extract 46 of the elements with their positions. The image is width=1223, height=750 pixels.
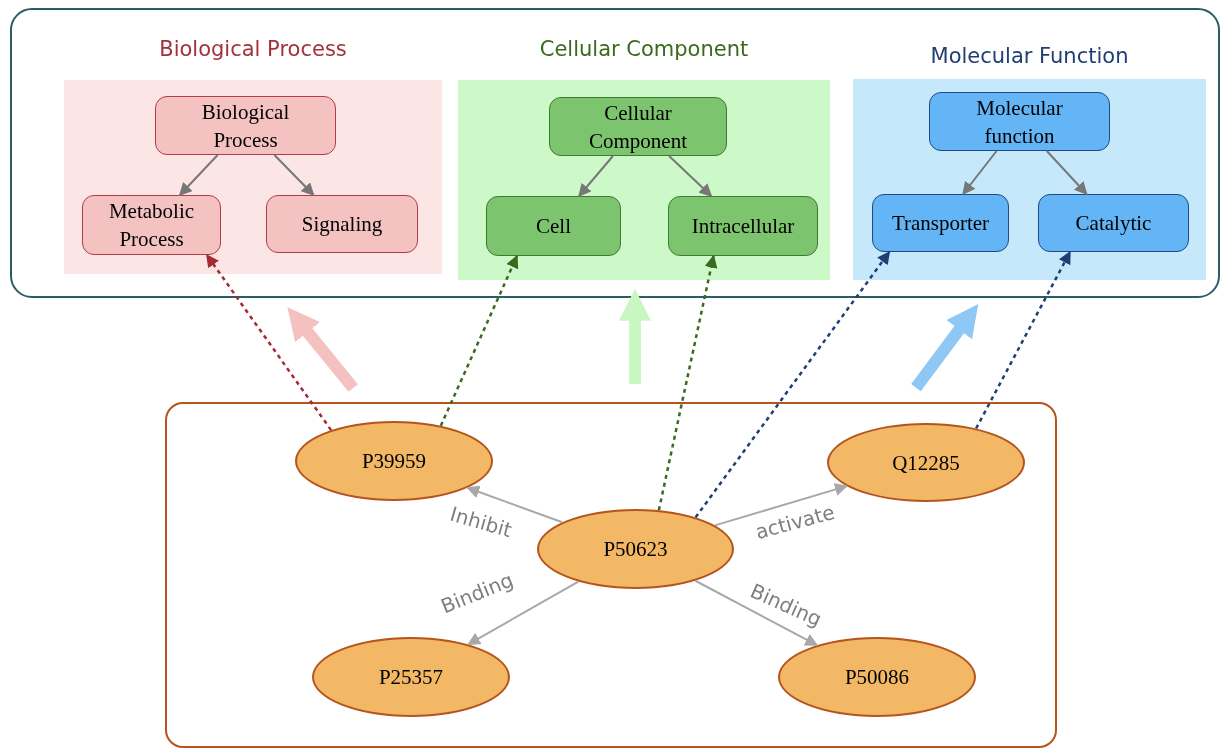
arrow: [467, 580, 580, 646]
term-label: Signaling: [301, 211, 383, 238]
term-box: [266, 195, 418, 253]
term-label: Metabolic Process: [107, 198, 196, 253]
category-heading: Molecular Function: [929, 43, 1130, 70]
arrow: [962, 150, 998, 196]
dotted-arrow: [975, 250, 1072, 430]
term-box: [1038, 194, 1189, 252]
term-label: Catalytic: [1075, 210, 1152, 237]
protein-id: P39959: [361, 448, 427, 475]
arrow: [668, 155, 713, 197]
term-label: Intracellular: [691, 213, 795, 240]
term-box: [549, 97, 727, 156]
term-box: [929, 92, 1110, 151]
protein-id: P50086: [844, 664, 910, 691]
term-label: Molecular function: [975, 94, 1064, 150]
dotted-arrow: [439, 254, 519, 427]
term-box: [486, 196, 621, 256]
block-arrow: [619, 288, 651, 384]
arrow: [466, 485, 564, 524]
interaction-frame: [165, 402, 1057, 748]
arrow: [178, 154, 219, 196]
ontology-frame: [10, 8, 1220, 298]
category-heading: Biological Process: [158, 36, 348, 63]
term-box: [82, 195, 221, 255]
block-arrow: [911, 304, 979, 392]
category-heading: Cellular Component: [538, 36, 750, 63]
protein-id: P50623: [603, 536, 668, 563]
protein-id: P25357: [378, 664, 444, 691]
term-label: Cell: [536, 213, 571, 240]
arrow: [694, 579, 819, 647]
arrow: [578, 155, 614, 197]
term-label: Biological Process: [200, 98, 291, 154]
term-label: Cellular Component: [588, 99, 688, 155]
dotted-arrow: [694, 250, 891, 519]
term-label: Transporter: [891, 210, 990, 237]
arrow: [273, 154, 315, 196]
term-box: [668, 196, 818, 256]
protein-id: Q12285: [892, 449, 960, 477]
block-arrow: [287, 307, 358, 392]
term-box: [872, 194, 1009, 252]
term-box: [155, 96, 336, 155]
arrow: [1045, 150, 1088, 195]
dotted-arrow: [205, 253, 333, 431]
dotted-arrow: [657, 254, 718, 511]
arrow: [713, 483, 848, 527]
